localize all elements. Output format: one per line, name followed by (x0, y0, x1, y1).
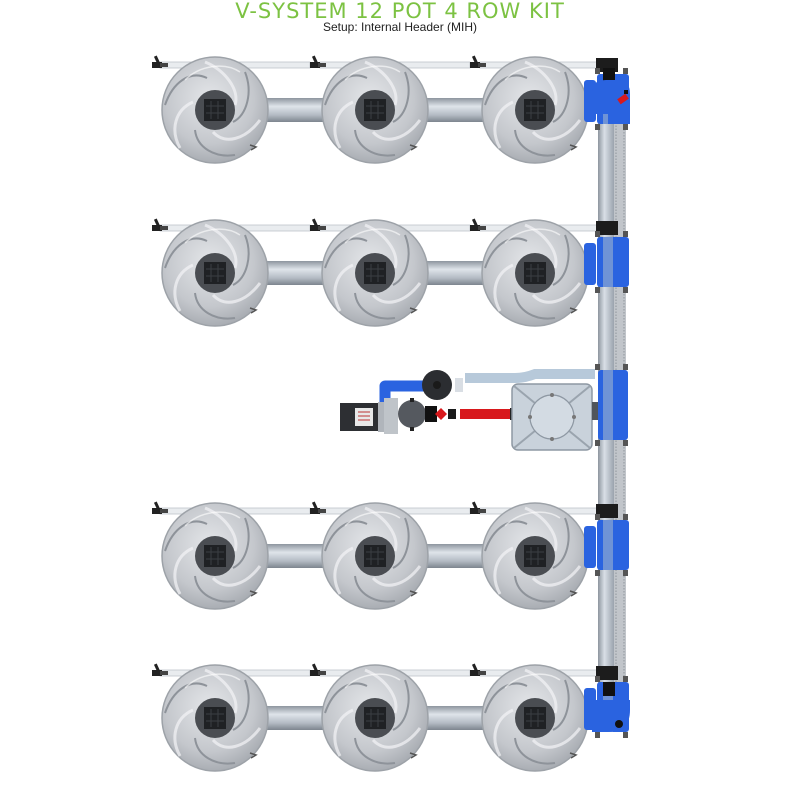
pump-assembly (340, 369, 595, 434)
reservoir (511, 364, 628, 451)
valve-icon (435, 408, 447, 420)
pot-row-3 (152, 502, 629, 609)
pot-row-4 (152, 664, 629, 771)
bottom-elbow-fitting (592, 682, 630, 732)
pot-row-2 (152, 219, 629, 326)
page-subtitle: Setup: Internal Header (MIH) (322, 20, 478, 34)
pot-row-1 (152, 56, 629, 163)
top-elbow-fitting (592, 68, 630, 124)
page-title: V-SYSTEM 12 POT 4 ROW KIT (235, 0, 565, 23)
